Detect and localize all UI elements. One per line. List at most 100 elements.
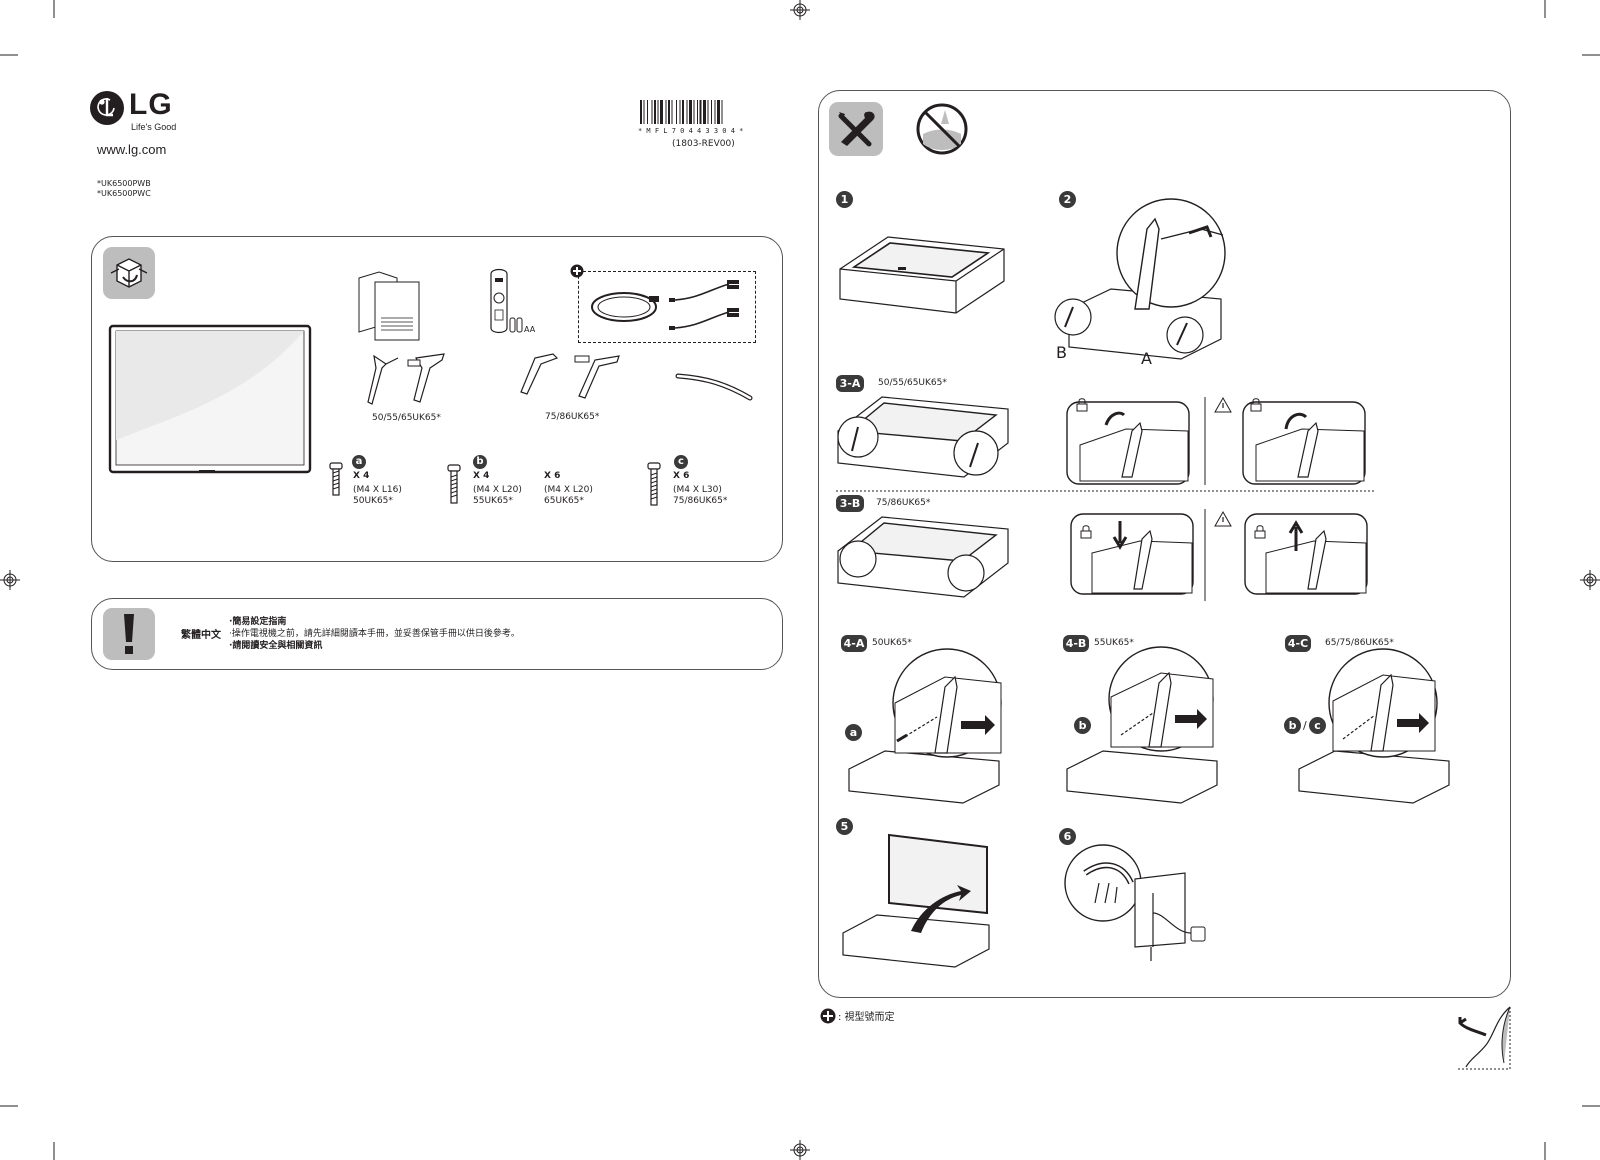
step-3a-models: 50/55/65UK65* — [878, 378, 947, 388]
part-b-label: B — [1056, 343, 1067, 362]
barcode-bar — [657, 100, 659, 124]
lock-icon — [1080, 525, 1092, 539]
screw-model: 55UK65* — [473, 496, 513, 506]
step-3b-models: 75/86UK65* — [876, 498, 931, 508]
barcode-bar — [711, 100, 712, 124]
barcode-bar — [671, 100, 673, 124]
page-turn-icon — [1458, 1006, 1511, 1070]
step-4c-diagram — [1298, 648, 1450, 804]
barcode-bar — [721, 100, 723, 124]
screw-size: (M4 X L20) — [544, 485, 593, 495]
barcode-bar — [647, 100, 648, 124]
screw-b-info: X 4 (M4 X L20) 55UK65* — [473, 471, 522, 507]
warning-icon — [1214, 396, 1232, 413]
step-5-diagram — [842, 833, 990, 968]
divider-line — [1204, 397, 1206, 485]
barcode-bar — [668, 100, 670, 124]
notice-language: 繁體中文 — [181, 630, 221, 641]
logo-tagline: Life's Good — [131, 122, 177, 132]
barcode-bar — [679, 100, 681, 124]
screw-qty: X 4 — [353, 471, 370, 481]
screw-size: (M4 X L20) — [473, 485, 522, 495]
model-list: *UK6500PWB *UK6500PWC — [97, 179, 151, 199]
step-4a-models: 50UK65* — [872, 638, 912, 648]
barcode-bar — [699, 100, 702, 124]
step-4c-badge: 4-C — [1285, 635, 1311, 652]
barcode-bar — [660, 100, 663, 124]
screw-qty: X 6 — [673, 471, 690, 481]
screw-b-marker: b — [1284, 717, 1301, 734]
lock-icon — [1076, 398, 1088, 412]
accessories-panel: AA 50/55/65UK65* 75/86UK65* — [91, 236, 783, 562]
warning-icon — [1214, 510, 1232, 527]
step-4a-badge: 4-A — [841, 635, 867, 652]
step-3a-badge: 3-A — [836, 375, 864, 392]
stand-large-label: 75/86UK65* — [545, 412, 600, 422]
barcode-bar — [665, 100, 667, 124]
screw-a-info: X 4 (M4 X L16) 50UK65* — [353, 471, 402, 507]
cable-icon — [591, 280, 739, 330]
barcode-bar — [640, 100, 642, 124]
plus-icon — [820, 1008, 836, 1024]
stand-cover-icon — [675, 373, 753, 401]
no-liquid-icon — [916, 103, 968, 155]
screw-icon — [647, 462, 661, 506]
lock-down-diagram — [1070, 513, 1194, 595]
assembly-panel: 1 2 B A 3-A 50/55/65UK65* — [818, 90, 1511, 998]
barcode-bar — [643, 100, 645, 124]
screw-icon — [329, 462, 343, 496]
model-name: *UK6500PWB — [97, 179, 151, 188]
screw-a-badge: a — [352, 455, 366, 469]
website-link[interactable]: www.lg.com — [97, 142, 167, 157]
screw-c-info: X 6 (M4 X L30) 75/86UK65* — [673, 471, 727, 507]
warning-icon-box — [103, 608, 155, 660]
screw-b2-info: X 6 (M4 X L20) 65UK65* — [544, 471, 593, 507]
screw-b-marker: b — [1074, 717, 1091, 734]
barcode-bar — [703, 100, 706, 124]
footnote-text: : 視型號而定 — [838, 1012, 895, 1023]
step-6-diagram — [1064, 844, 1206, 961]
exclamation-icon — [124, 614, 134, 654]
barcode — [640, 100, 723, 124]
screw-size: (M4 X L30) — [673, 485, 722, 495]
stand-small-label: 50/55/65UK65* — [372, 413, 441, 423]
step-4b-badge: 4-B — [1063, 635, 1089, 652]
lg-logo: LG Life's Good — [89, 88, 189, 136]
barcode-bar — [714, 100, 716, 124]
screw-icon — [447, 464, 461, 504]
lg-logo-mark — [90, 91, 124, 125]
screw-model: 75/86UK65* — [673, 496, 728, 506]
screw-a-marker: a — [845, 724, 862, 741]
plus-icon — [570, 264, 584, 278]
notice-lines: ·簡易設定指南 ·操作電視機之前，請先詳細閱讀本手冊，並妥善保管手冊以供日後參考… — [229, 616, 520, 652]
screw-model: 65UK65* — [544, 496, 584, 506]
step-4b-models: 55UK65* — [1094, 638, 1134, 648]
barcode-bar — [682, 100, 684, 124]
optional-cables-box — [578, 271, 756, 343]
screw-size: (M4 X L16) — [353, 485, 402, 495]
model-name: *UK6500PWC — [97, 189, 151, 198]
barcode-bar — [686, 100, 688, 124]
step-2-badge: 2 — [1059, 191, 1076, 208]
screw-qty: X 4 — [473, 471, 490, 481]
step-3b-diagram — [837, 516, 1009, 598]
barcode-bar — [689, 100, 692, 124]
step-4c-models: 65/75/86UK65* — [1325, 638, 1394, 648]
step-4b-diagram — [1066, 646, 1218, 804]
step-6-badge: 6 — [1059, 828, 1076, 845]
tools-icon — [838, 111, 875, 147]
unlock-detail-diagram — [1242, 401, 1366, 485]
step-3a-diagram — [837, 396, 1009, 478]
battery-label: AA — [524, 325, 536, 334]
part-a-label: A — [1141, 349, 1152, 368]
step-2-diagram — [1054, 198, 1226, 360]
step-1-diagram — [839, 236, 1005, 314]
barcode-text: * M F L 7 0 4 4 3 3 0 4 * — [638, 127, 744, 135]
step-5-badge: 5 — [836, 818, 853, 835]
notice-line: ·操作電視機之前，請先詳細閱讀本手冊，並妥善保管手冊以供日後參考。 — [229, 629, 520, 639]
lock-icon — [1254, 525, 1266, 539]
package-icon — [110, 258, 148, 288]
screw-qty: X 6 — [544, 471, 561, 481]
slash-separator: / — [1303, 719, 1307, 732]
